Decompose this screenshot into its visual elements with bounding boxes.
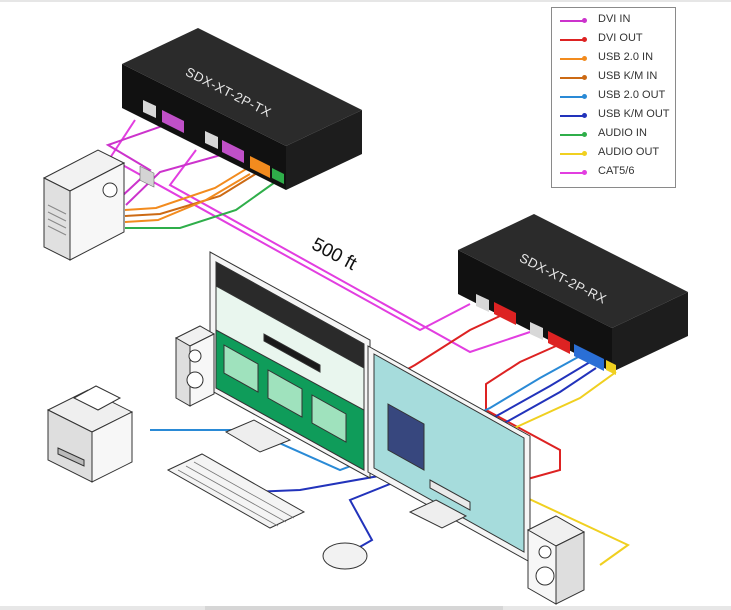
keyboard-icon <box>166 453 306 529</box>
usb-in-cables <box>124 162 263 223</box>
legend-swatch <box>560 151 587 156</box>
legend-swatch <box>560 113 587 118</box>
legend-swatch <box>560 170 587 175</box>
monitor-icon <box>209 251 371 479</box>
legend-swatch <box>560 56 587 61</box>
speaker-icon <box>174 325 216 407</box>
legend-label: DVI OUT <box>598 32 643 44</box>
legend-item-usb20-in: USB 2.0 IN <box>560 50 675 68</box>
legend-item-usb20-out: USB 2.0 OUT <box>560 88 675 106</box>
legend-item-dvi-out: DVI OUT <box>560 31 675 49</box>
legend-item-audio-in: AUDIO IN <box>560 126 675 144</box>
legend-label: DVI IN <box>598 13 631 25</box>
legend-item-dvi-in: DVI IN <box>560 12 675 30</box>
rx-device <box>458 214 688 375</box>
bottom-scroll-thumb[interactable] <box>205 606 503 610</box>
legend-swatch <box>560 18 587 23</box>
legend-swatch <box>560 37 587 42</box>
monitor-right-icon <box>367 345 531 563</box>
mouse-icon <box>322 542 368 570</box>
legend-item-usb-km-in: USB K/M IN <box>560 69 675 87</box>
printer-icon <box>46 385 134 483</box>
legend-label: USB 2.0 OUT <box>598 89 666 101</box>
speaker-right-icon <box>526 515 586 605</box>
legend-label: USB K/M IN <box>598 70 658 82</box>
legend-label: USB 2.0 IN <box>598 51 654 63</box>
cat-cable-2 <box>168 149 531 354</box>
dvi-in-cables <box>105 123 229 206</box>
legend-label: USB K/M OUT <box>598 108 670 120</box>
legend-item-cat56: CAT5/6 <box>560 164 675 182</box>
top-divider <box>0 0 731 2</box>
audio-in-cable <box>125 179 279 229</box>
legend-item-audio-out: AUDIO OUT <box>560 145 675 163</box>
legend-item-usb-km-out: USB K/M OUT <box>560 107 675 125</box>
legend-label: CAT5/6 <box>598 165 635 177</box>
legend-swatch <box>560 75 587 80</box>
legend-label: AUDIO IN <box>598 127 647 139</box>
legend: DVI IN DVI OUT USB 2.0 IN USB K/M IN USB… <box>551 7 676 188</box>
legend-swatch <box>560 94 587 99</box>
computer-tower-icon <box>42 149 126 261</box>
legend-label: AUDIO OUT <box>598 146 660 158</box>
tx-device <box>122 28 362 190</box>
legend-swatch <box>560 132 587 137</box>
